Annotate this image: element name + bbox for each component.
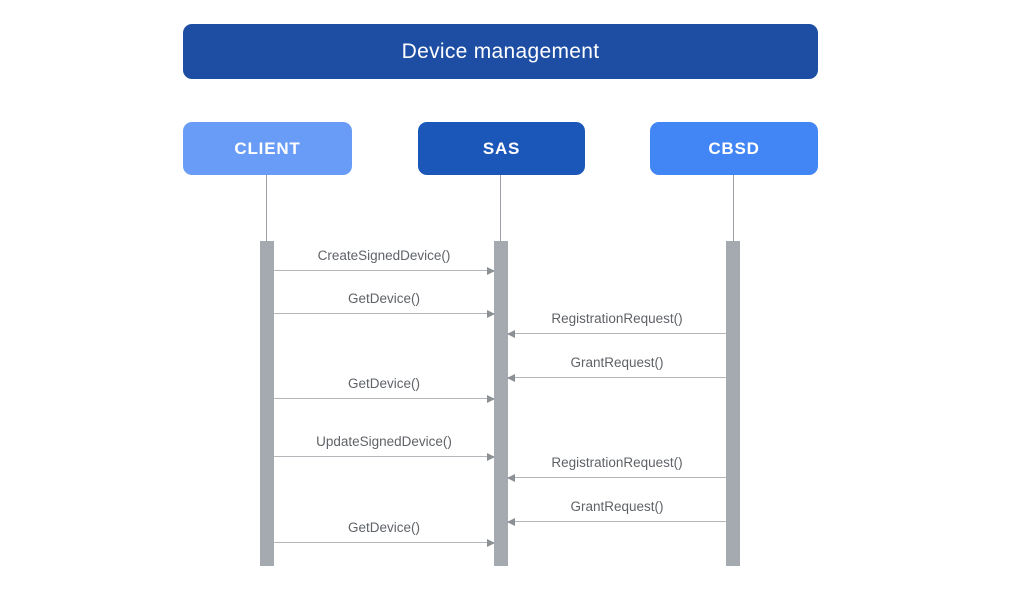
message-label: GetDevice() <box>347 520 420 535</box>
message-arrow <box>274 394 495 403</box>
lifeline-client <box>266 175 267 241</box>
message-create-signed-device: CreateSignedDevice() <box>274 245 495 275</box>
message-registration-request-1: RegistrationRequest() <box>507 308 726 338</box>
message-arrow <box>274 452 495 461</box>
lifeline-cbsd <box>733 175 734 241</box>
diagram-title-banner: Device management <box>183 24 818 79</box>
message-label: GrantRequest() <box>570 355 664 370</box>
message-arrow <box>274 538 495 547</box>
message-grant-request-1: GrantRequest() <box>507 352 726 382</box>
message-registration-request-2: RegistrationRequest() <box>507 452 726 482</box>
arrow-head-icon <box>507 373 515 382</box>
arrow-head-icon <box>487 394 495 403</box>
message-label: GetDevice() <box>347 291 420 306</box>
arrow-head-icon <box>487 266 495 275</box>
diagram-title: Device management <box>401 39 600 63</box>
arrow-head-icon <box>487 452 495 461</box>
message-label: CreateSignedDevice() <box>317 248 451 263</box>
actor-client-label: CLIENT <box>234 138 301 158</box>
message-update-signed-device: UpdateSignedDevice() <box>274 431 495 461</box>
actor-cbsd: CBSD <box>650 122 818 175</box>
message-get-device-3: GetDevice() <box>274 517 495 547</box>
arrow-head-icon <box>507 473 515 482</box>
message-arrow <box>274 266 495 275</box>
message-label: GrantRequest() <box>570 499 664 514</box>
lifeline-sas <box>500 175 501 241</box>
arrow-head-icon <box>487 309 495 318</box>
message-arrow <box>507 473 726 482</box>
message-label: UpdateSignedDevice() <box>316 434 452 449</box>
message-arrow <box>274 309 495 318</box>
activation-bar-cbsd <box>726 241 740 566</box>
message-label: GetDevice() <box>347 376 420 391</box>
actor-client: CLIENT <box>183 122 352 175</box>
activation-bar-sas <box>494 241 508 566</box>
actor-cbsd-label: CBSD <box>708 138 760 158</box>
actor-sas-label: SAS <box>482 138 521 158</box>
arrow-head-icon <box>507 517 515 526</box>
message-get-device-1: GetDevice() <box>274 288 495 318</box>
actor-sas: SAS <box>418 122 585 175</box>
arrow-head-icon <box>507 329 515 338</box>
message-label: RegistrationRequest() <box>551 311 683 326</box>
activation-bar-client <box>260 241 274 566</box>
message-arrow <box>507 329 726 338</box>
message-get-device-2: GetDevice() <box>274 373 495 403</box>
arrow-head-icon <box>487 538 495 547</box>
message-grant-request-2: GrantRequest() <box>507 496 726 526</box>
message-label: RegistrationRequest() <box>551 455 683 470</box>
message-arrow <box>507 373 726 382</box>
message-arrow <box>507 517 726 526</box>
